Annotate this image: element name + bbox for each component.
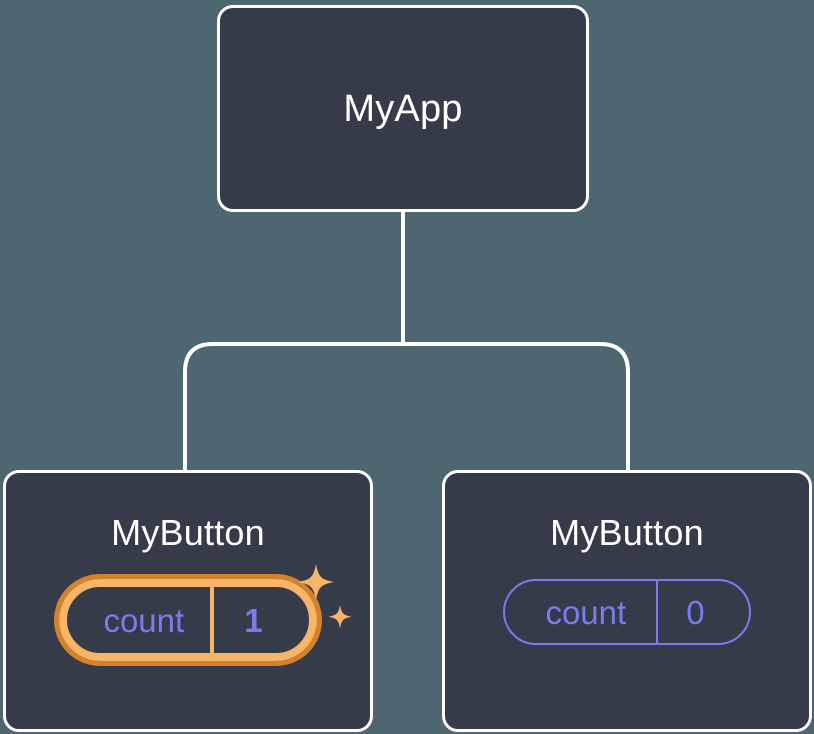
edge-to-child-right <box>403 342 630 470</box>
state-badge-right-key: count <box>545 593 627 631</box>
state-badge-right-wrap: count 0 <box>445 579 809 645</box>
node-mybutton-right-label: MyButton <box>550 512 704 553</box>
node-myapp[interactable]: MyApp <box>217 5 589 212</box>
state-badge-right[interactable]: count 0 <box>503 579 751 645</box>
state-badge-right-value: 0 <box>656 581 748 643</box>
state-badge-left-key: count <box>103 601 185 639</box>
node-myapp-label: MyApp <box>343 87 463 130</box>
state-badge-left[interactable]: count 1 <box>54 574 322 666</box>
edge-to-child-left <box>183 342 403 470</box>
node-mybutton-right[interactable]: MyButton count 0 <box>442 470 812 732</box>
node-mybutton-left[interactable]: MyButton count 1 <box>3 470 373 732</box>
state-badge-left-value: 1 <box>210 587 308 653</box>
node-mybutton-left-label: MyButton <box>111 512 265 553</box>
state-badge-left-wrap: count 1 <box>6 564 370 666</box>
